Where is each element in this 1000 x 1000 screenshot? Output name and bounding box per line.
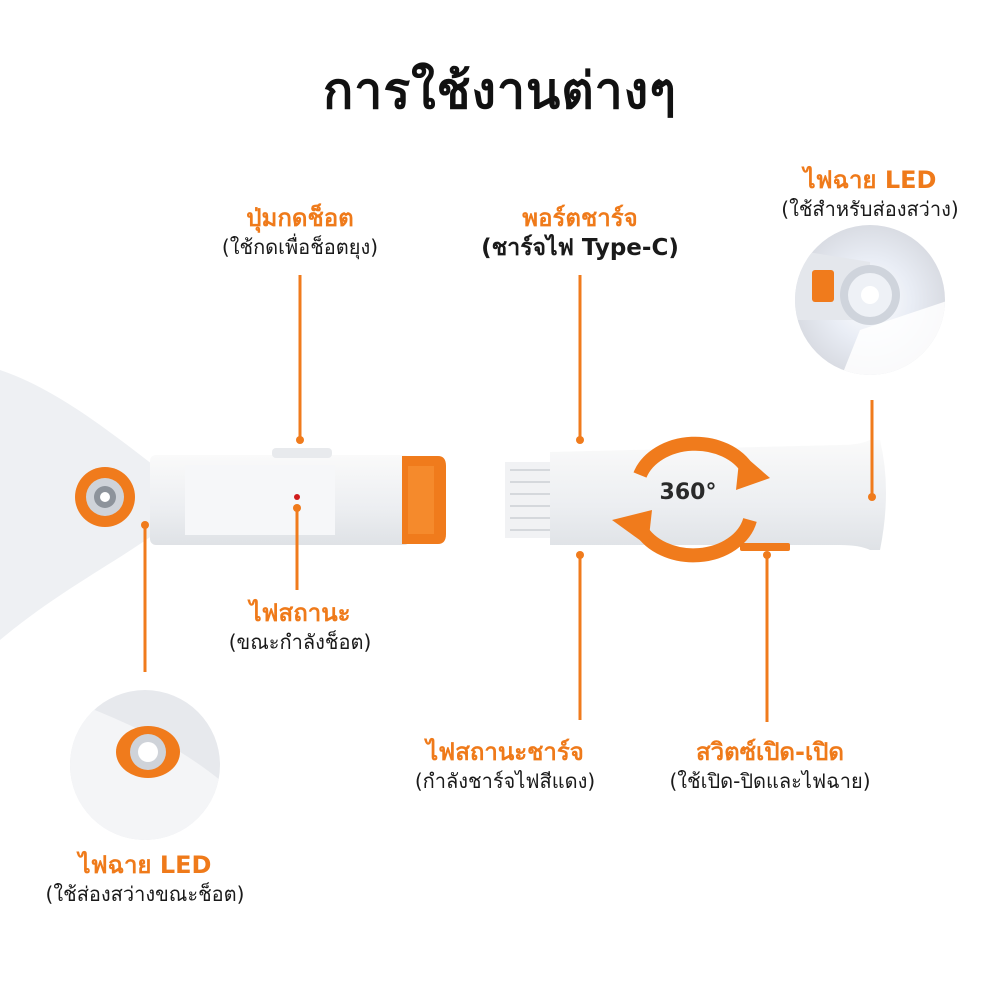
callout-heading: สวิตซ์เปิด-เปิด [695, 738, 844, 766]
callout-heading: ปุ่มกดช็อต [246, 204, 354, 232]
page-title: การใช้งานต่างๆ [322, 62, 678, 120]
callout-sub: (ใช้สำหรับส่องสว่าง) [781, 197, 959, 221]
rotate-arrows-icon [633, 436, 757, 563]
rotation-label: 360° [659, 480, 717, 505]
callout-status-light: ไฟสถานะ (ขณะกำลังช็อต) [200, 598, 400, 656]
callout-trigger-button: ปุ่มกดช็อต (ใช้กดเพื่อช็อตยุง) [200, 203, 400, 261]
callout-charge-status: ไฟสถานะชาร์จ (กำลังชาร์จไฟสีแดง) [385, 737, 625, 795]
callout-sub: (ใช้เปิด-ปิดและไฟฉาย) [669, 769, 871, 793]
callout-heading: ไฟฉาย LED [803, 166, 937, 194]
callout-led-top: ไฟฉาย LED (ใช้สำหรับส่องสว่าง) [750, 165, 990, 223]
callout-heading: พอร์ตชาร์จ [522, 204, 638, 232]
thread-connector [505, 462, 553, 538]
callout-power-switch: สวิตซ์เปิด-เปิด (ใช้เปิด-ปิดและไฟฉาย) [640, 737, 900, 795]
callout-heading: ไฟฉาย LED [78, 851, 212, 879]
callout-sub: (ชาร์จไฟ Type-C) [481, 235, 679, 261]
callout-led-bottom: ไฟฉาย LED (ใช้ส่องสว่างขณะช็อต) [15, 850, 275, 908]
callout-heading: ไฟสถานะ [249, 599, 351, 627]
callout-sub: (ใช้กดเพื่อช็อตยุง) [221, 235, 379, 259]
callout-sub: (กำลังชาร์จไฟสีแดง) [414, 769, 596, 793]
callout-sub: (ขณะกำลังช็อต) [228, 630, 372, 654]
callout-sub: (ใช้ส่องสว่างขณะช็อต) [45, 882, 245, 906]
callout-charge-port: พอร์ตชาร์จ (ชาร์จไฟ Type-C) [455, 203, 705, 263]
callout-heading: ไฟสถานะชาร์จ [426, 738, 584, 766]
